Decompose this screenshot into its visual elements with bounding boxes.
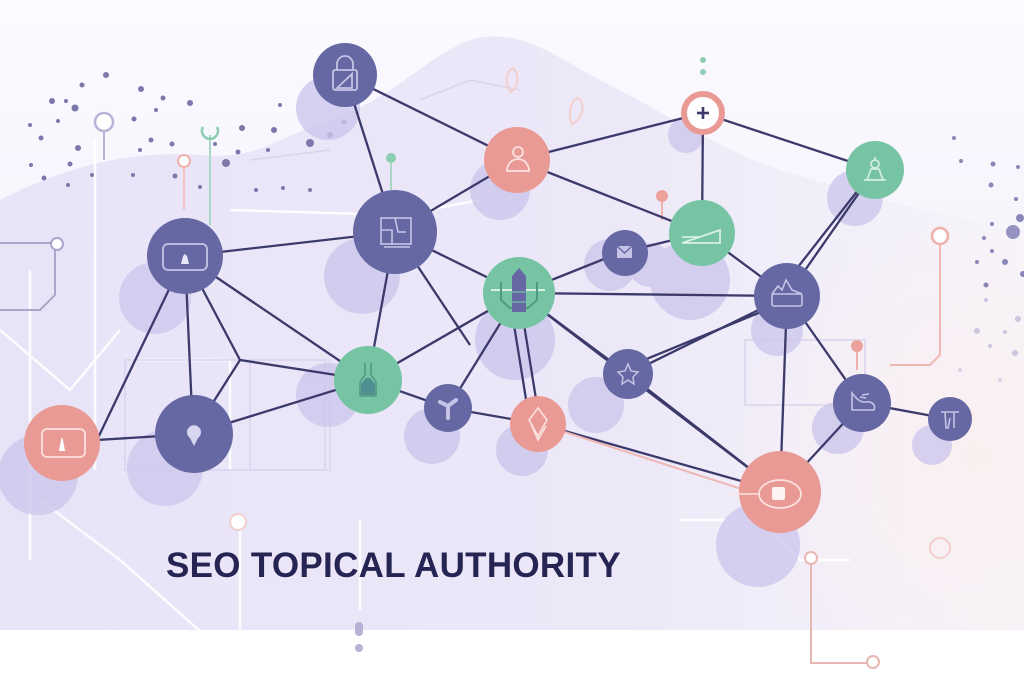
- screen-icon: [41, 428, 86, 458]
- plus-icon: [697, 107, 709, 119]
- tool-icon: [941, 411, 959, 429]
- node-tool: [928, 397, 972, 441]
- node-monitor: [147, 218, 223, 294]
- node-mail: [602, 230, 648, 276]
- antenna-dot-coral-2: [851, 340, 863, 352]
- node-star: [603, 349, 653, 399]
- node-diamond: [510, 396, 566, 452]
- document-icon: [380, 217, 412, 248]
- lock-icon: [332, 55, 358, 91]
- eye-icon: [730, 479, 802, 509]
- page-title: SEO TOPICAL AUTHORITY: [166, 546, 621, 585]
- node-hub: [483, 257, 555, 329]
- node-plus: [681, 91, 725, 135]
- antenna-dot-green: [386, 153, 396, 163]
- flask-icon: [359, 363, 377, 397]
- node-chart: [669, 200, 735, 266]
- diamond-icon: [528, 406, 548, 442]
- node-document: [353, 190, 437, 274]
- user-icon: [506, 146, 530, 172]
- dot-cloud-right: [952, 136, 1024, 382]
- node-shoe: [833, 374, 891, 432]
- node-branch: [424, 384, 472, 432]
- mail-icon: [616, 245, 633, 258]
- monitor-icon: [162, 243, 208, 271]
- node-lock: [313, 43, 377, 107]
- antenna-ring-coral: [177, 154, 191, 168]
- antenna-ring-green: [200, 126, 220, 141]
- pin-icon: [187, 425, 201, 446]
- dot-cloud-left: [28, 72, 347, 192]
- node-pin: [155, 395, 233, 473]
- circuit-lines-faint: [124, 79, 866, 471]
- edge-coral: [539, 423, 761, 496]
- box-icon: [771, 278, 803, 307]
- circuit-ring-coral-right: [930, 226, 950, 246]
- pawn-icon: [864, 157, 886, 181]
- node-user: [484, 127, 550, 193]
- shoe-icon: [851, 390, 876, 411]
- circuit-bracket-left: [0, 242, 56, 311]
- star-icon: [616, 362, 640, 386]
- node-screen: [24, 405, 100, 481]
- node-box: [754, 263, 820, 329]
- crystal-icon: [491, 268, 545, 312]
- antenna-ring-navy: [93, 111, 115, 133]
- branch-icon: [438, 398, 458, 420]
- node-eye: [730, 451, 821, 533]
- antenna-dot-coral: [656, 190, 668, 202]
- chart-icon: [681, 228, 721, 244]
- circuit-node-ring: [50, 237, 64, 251]
- node-flask: [334, 346, 402, 414]
- node-pawn: [846, 141, 904, 199]
